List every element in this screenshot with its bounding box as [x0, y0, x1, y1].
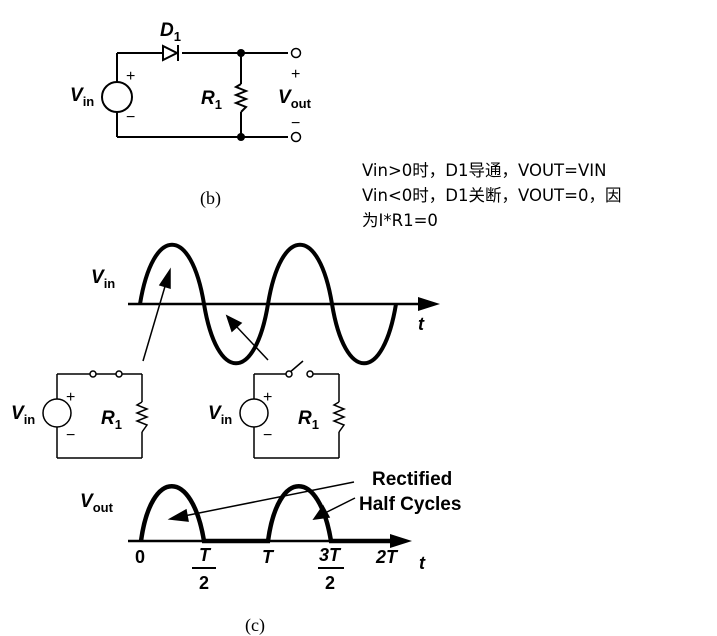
left-circuit-wires	[56, 373, 143, 459]
left-resistor-symbol	[134, 401, 150, 433]
source-label: Vin	[70, 85, 94, 109]
output-terminal-bottom	[290, 131, 302, 143]
note-line: Vin>0时，D1导通，VOUT=VIN	[362, 161, 607, 180]
vout-axis-arrowhead	[390, 534, 412, 548]
source-minus: −	[126, 109, 135, 126]
diode-symbol	[162, 44, 180, 62]
pointer-arrows	[142, 267, 269, 362]
left-source-plus: +	[66, 389, 75, 406]
right-resistor-label: R1	[298, 408, 319, 432]
note-line: 为I*R1=0	[362, 211, 438, 230]
left-resistor-label: R1	[101, 408, 122, 432]
tick-half-numerator: T	[199, 545, 212, 565]
output-terminal-top	[290, 47, 302, 59]
vout-rectified-wave	[138, 484, 400, 544]
right-source-label: Vin	[208, 403, 232, 427]
vout-axis-label: Vout	[80, 491, 114, 515]
vin-axis-arrowhead	[418, 297, 440, 311]
output-plus: +	[291, 66, 300, 83]
junction-dot-bottom	[237, 133, 245, 141]
left-switch-contact-b	[115, 370, 123, 378]
right-source-minus: −	[263, 427, 272, 444]
output-minus: −	[291, 115, 300, 132]
right-resistor-symbol	[331, 401, 347, 433]
resistor-r1-symbol	[233, 83, 249, 113]
vin-axis-label: Vin	[91, 267, 115, 291]
annotation-half-cycles: Half Cycles	[359, 494, 461, 515]
left-source-minus: −	[66, 427, 75, 444]
caption-c: (c)	[245, 615, 265, 636]
junction-dot-top	[237, 49, 245, 57]
note-line: Vin<0时，D1关断，VOUT=0，因	[362, 186, 622, 205]
tick-zero: 0	[135, 547, 145, 567]
tick-half-denominator: 2	[199, 573, 209, 593]
tick-two-period: 2T	[375, 547, 399, 567]
annotation-rectified: Rectified	[372, 469, 452, 490]
tick-three-half-numerator: 3T	[319, 545, 342, 565]
tick-one-period: T	[262, 547, 275, 567]
source-vin-symbol	[101, 81, 133, 113]
explanation-note: Vin>0时，D1导通，VOUT=VIN Vin<0时，D1关断，VOUT=0，…	[362, 158, 682, 233]
diode-label: D1	[160, 20, 181, 44]
vin-sine-wave	[138, 243, 398, 365]
vin-axis-t: t	[418, 314, 425, 334]
right-source-symbol	[239, 398, 269, 428]
tick-three-half-denominator: 2	[325, 573, 335, 593]
output-label: Vout	[278, 87, 312, 111]
left-source-label: Vin	[11, 403, 35, 427]
right-switch-contact-b	[306, 370, 314, 378]
vout-axis-t: t	[419, 553, 426, 573]
source-plus: +	[126, 68, 135, 85]
right-circuit-wires	[253, 360, 340, 459]
caption-b: (b)	[200, 188, 221, 209]
right-source-plus: +	[263, 389, 272, 406]
resistor-label: R1	[201, 88, 222, 112]
right-switch-contact-a	[285, 370, 293, 378]
left-switch-contact-a	[89, 370, 97, 378]
circuit-b	[116, 52, 288, 138]
left-source-symbol	[42, 398, 72, 428]
annotation-arrows	[167, 481, 356, 522]
